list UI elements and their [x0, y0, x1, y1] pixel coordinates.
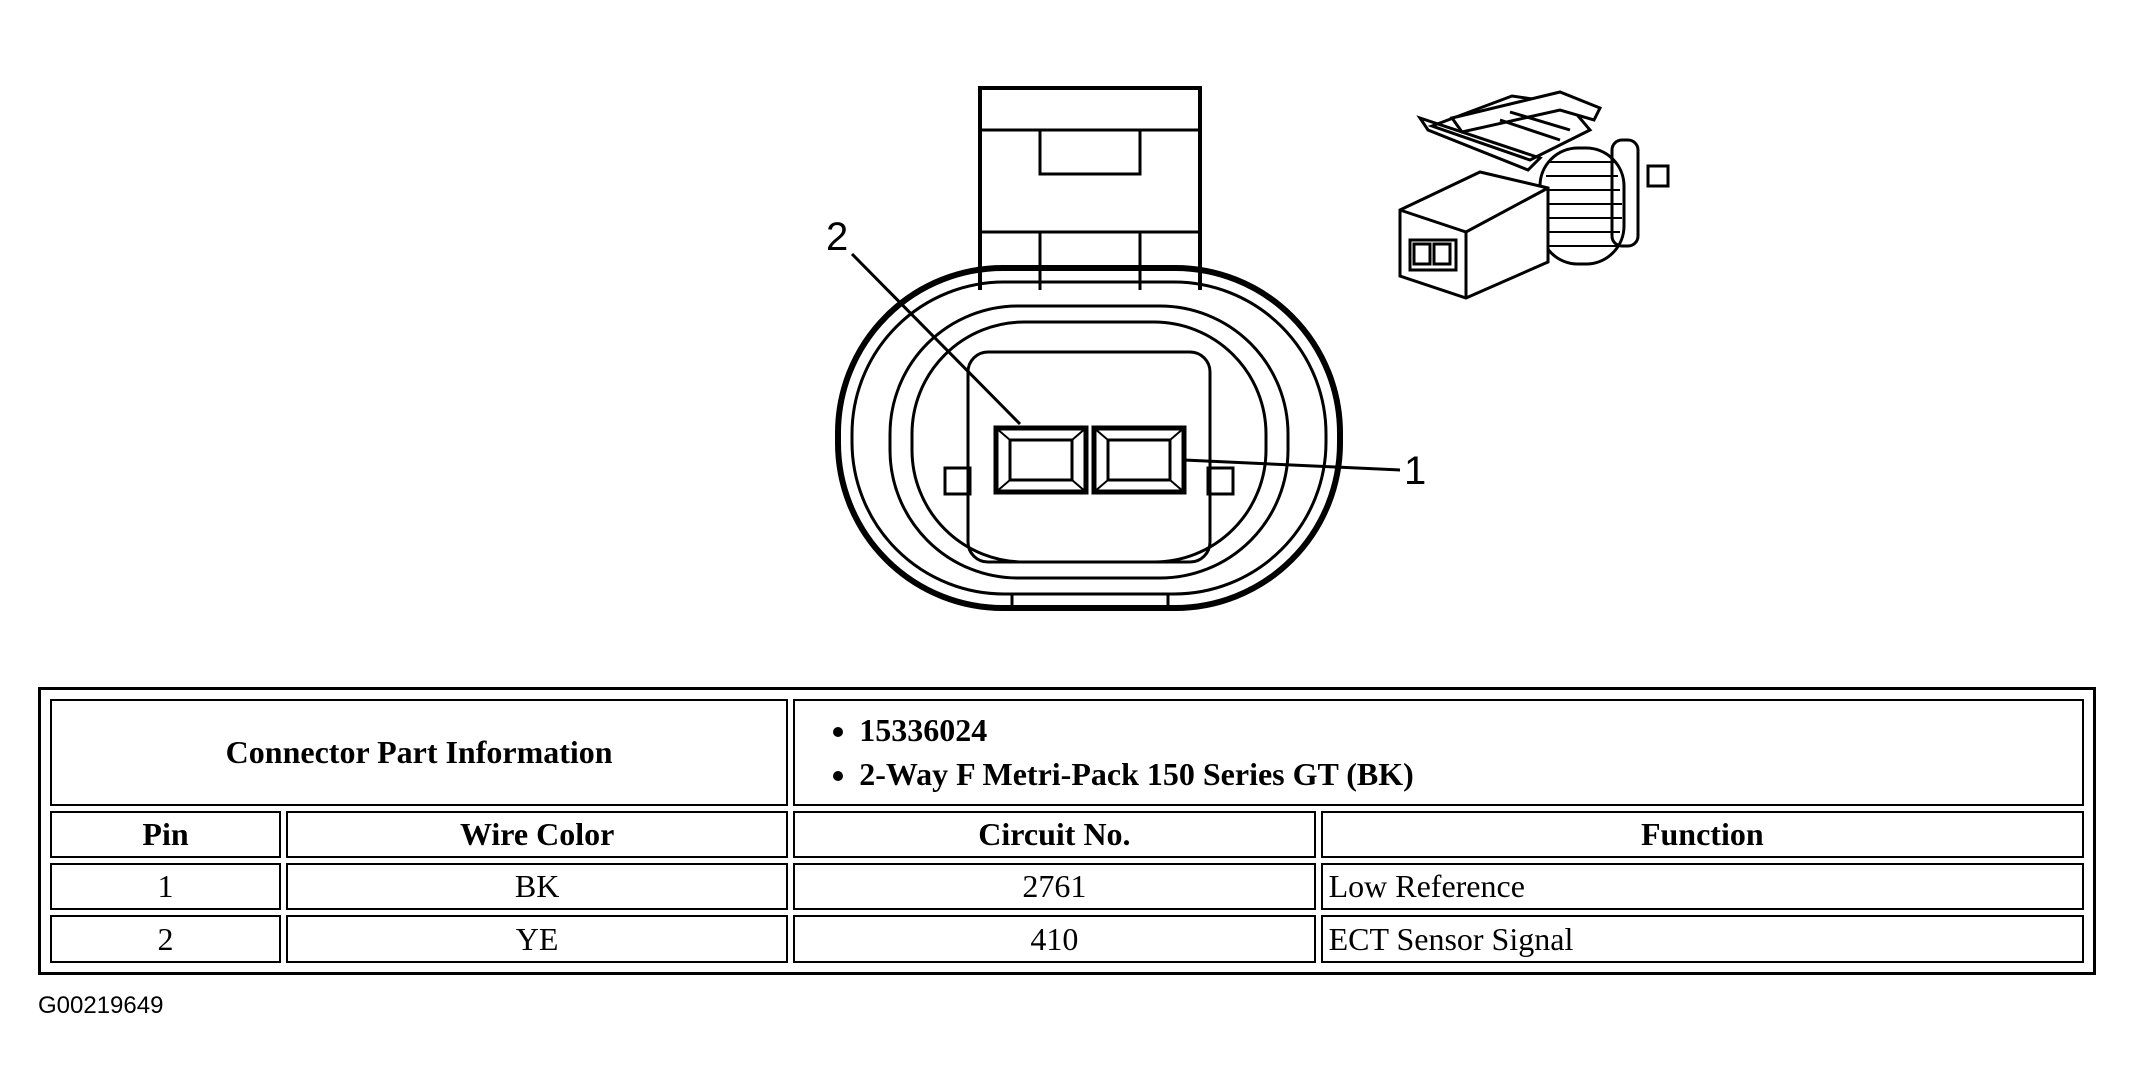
pin-1-callout: 1 [1404, 449, 1426, 493]
figure-id: G00219649 [38, 992, 164, 1019]
pin-1-leader [1183, 458, 1401, 472]
table-row: 2 YE 410 ECT Sensor Signal [50, 915, 2084, 963]
pin-1-terminal [1091, 425, 1187, 495]
part-info-details: 15336024 2-Way F Metri-Pack 150 Series G… [793, 699, 2084, 806]
connector-info-table: Connector Part Information 15336024 2-Wa… [45, 694, 2089, 968]
connector-iso-view [1398, 90, 1670, 300]
wire-color-cell: YE [286, 915, 789, 963]
pin-2-terminal [993, 425, 1089, 495]
connector-face-view [835, 86, 1401, 611]
connector-description: 2-Way F Metri-Pack 150 Series GT (BK) [859, 752, 2076, 796]
pin-cell: 1 [50, 863, 282, 911]
part-number: 15336024 [859, 708, 2076, 752]
column-header-pin: Pin [50, 810, 282, 859]
column-header-function: Function [1320, 810, 2084, 859]
connector-diagram: 2 1 [826, 86, 1670, 611]
connector-info-table-frame: Connector Part Information 15336024 2-Wa… [38, 687, 2096, 975]
column-header-wire-color: Wire Color [286, 810, 789, 859]
part-info-list: 15336024 2-Way F Metri-Pack 150 Series G… [801, 708, 2076, 796]
wire-color-cell: BK [286, 863, 789, 911]
circuit-cell: 410 [793, 915, 1316, 963]
pin-2-callout: 2 [826, 215, 848, 259]
table-row: 1 BK 2761 Low Reference [50, 863, 2084, 911]
column-header-circuit: Circuit No. [793, 810, 1316, 859]
part-info-label: Connector Part Information [50, 699, 789, 806]
terminal-cavity [966, 350, 1212, 564]
column-header-row: Pin Wire Color Circuit No. Function [50, 810, 2084, 859]
function-cell: ECT Sensor Signal [1320, 915, 2084, 963]
latch-tab [978, 86, 1202, 290]
circuit-cell: 2761 [793, 863, 1316, 911]
pin-2-leader [850, 252, 1022, 426]
pin-cell: 2 [50, 915, 282, 963]
part-info-row: Connector Part Information 15336024 2-Wa… [50, 699, 2084, 806]
function-cell: Low Reference [1320, 863, 2084, 911]
